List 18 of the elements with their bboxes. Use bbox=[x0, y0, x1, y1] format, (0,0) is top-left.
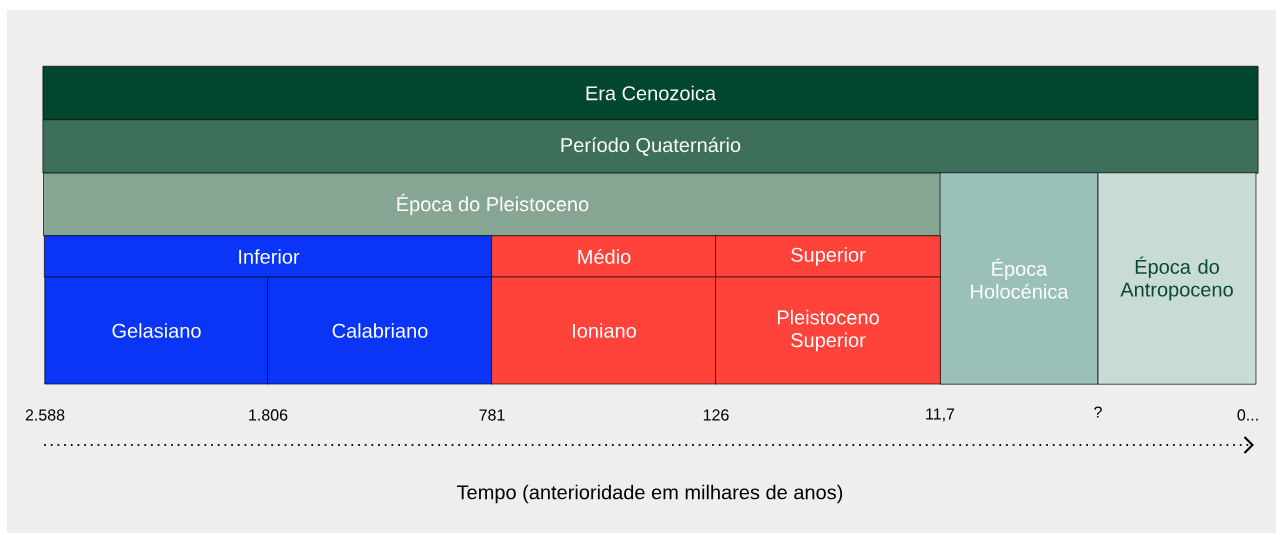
period-box: Época do Pleistoceno bbox=[43, 172, 942, 237]
tick-label: 126 bbox=[703, 409, 729, 421]
period-box: Calabriano bbox=[267, 276, 493, 385]
tick-label: 0... bbox=[1237, 409, 1258, 421]
period-box: Médio bbox=[491, 235, 717, 278]
tick-label: ? bbox=[1094, 406, 1102, 418]
period-box: Era Cenozoica bbox=[42, 65, 1259, 121]
period-box: Época do Antropoceno bbox=[1097, 172, 1257, 385]
period-box: Inferior bbox=[44, 235, 493, 278]
tick-label: 2.588 bbox=[25, 409, 65, 421]
tick-label: 781 bbox=[479, 409, 505, 421]
period-box: Época Holocénica bbox=[939, 172, 1099, 385]
period-box: Superior bbox=[715, 235, 941, 278]
period-box: Gelasiano bbox=[44, 276, 269, 385]
tick-label: 1.806 bbox=[249, 409, 288, 421]
axis-title: Tempo (anterioridade em milhares de anos) bbox=[457, 484, 843, 504]
period-box: Período Quaternário bbox=[42, 119, 1259, 174]
tick-label: 11,7 bbox=[926, 408, 955, 422]
